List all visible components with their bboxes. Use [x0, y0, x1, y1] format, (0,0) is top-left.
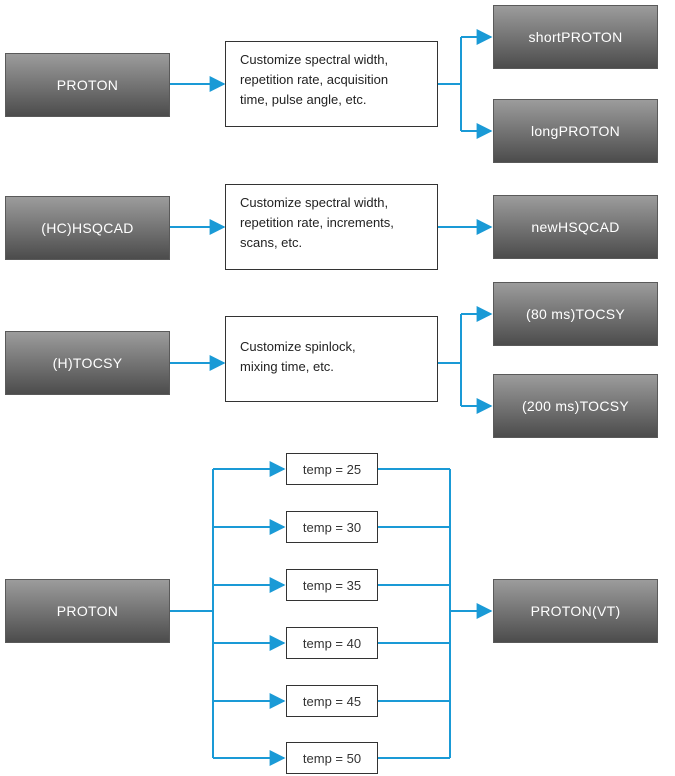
source-experiment-proton-vt: PROTON — [5, 579, 170, 643]
temp-step: temp = 45 — [286, 685, 378, 717]
target-experiment-80ms-tocsy: (80 ms)TOCSY — [493, 282, 658, 346]
target-experiment-200ms-tocsy: (200 ms)TOCSY — [493, 374, 658, 438]
source-experiment-hchsqcad: (HC)HSQCAD — [5, 196, 170, 260]
customize-note-tocsy: Customize spinlock, mixing time, etc. — [225, 316, 438, 402]
target-experiment-longproton: longPROTON — [493, 99, 658, 163]
temp-step: temp = 50 — [286, 742, 378, 774]
note-text: Customize spectral width, repetition rat… — [240, 52, 389, 107]
source-experiment-proton: PROTON — [5, 53, 170, 117]
target-experiment-proton-vt: PROTON(VT) — [493, 579, 658, 643]
note-text: Customize spectral width, repetition rat… — [240, 195, 394, 250]
target-experiment-shortproton: shortPROTON — [493, 5, 658, 69]
temp-step: temp = 30 — [286, 511, 378, 543]
target-experiment-newhsqcad: newHSQCAD — [493, 195, 658, 259]
note-text: Customize spinlock, mixing time, etc. — [240, 339, 356, 374]
temp-step: temp = 35 — [286, 569, 378, 601]
customize-note-hsqcad: Customize spectral width, repetition rat… — [225, 184, 438, 270]
customize-note-proton: Customize spectral width, repetition rat… — [225, 41, 438, 127]
temp-step: temp = 25 — [286, 453, 378, 485]
source-experiment-htocsy: (H)TOCSY — [5, 331, 170, 395]
temp-step: temp = 40 — [286, 627, 378, 659]
